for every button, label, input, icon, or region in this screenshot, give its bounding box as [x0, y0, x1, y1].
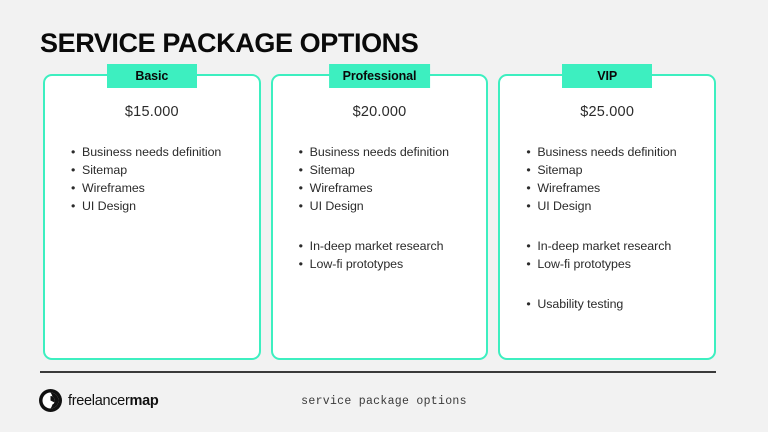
package-badge: Professional — [328, 64, 431, 88]
feature-item: Sitemap — [299, 161, 475, 179]
feature-item: UI Design — [526, 197, 702, 215]
feature-item: Business needs definition — [526, 143, 702, 161]
feature-item: Sitemap — [71, 161, 247, 179]
feature-item: UI Design — [71, 197, 247, 215]
package-badge: Basic — [106, 64, 197, 88]
footer-caption: service package options — [301, 395, 467, 408]
freelancermap-circle-logo-icon — [39, 389, 62, 412]
package-card-professional[interactable]: Professional $20.000 Business needs defi… — [270, 64, 489, 360]
feature-item: Low-fi prototypes — [299, 255, 475, 273]
feature-group: In-deep market research Low-fi prototype… — [299, 237, 475, 273]
feature-item: Business needs definition — [71, 143, 247, 161]
brand-logo[interactable]: freelancermap — [38, 388, 159, 413]
feature-item: In-deep market research — [299, 237, 475, 255]
package-price: $20.000 — [352, 104, 407, 120]
feature-item: Wireframes — [299, 179, 475, 197]
brand-logo-text-bold: map — [129, 392, 159, 409]
footer-divider — [40, 371, 716, 373]
package-cards-row: Basic $15.000 Business needs definition … — [43, 64, 717, 360]
package-price: $25.000 — [580, 104, 635, 120]
brand-logo-text-regular: freelancer — [68, 392, 130, 409]
feature-groups: Business needs definition Sitemap Wirefr… — [273, 143, 487, 273]
feature-item: Wireframes — [71, 179, 247, 197]
feature-groups: Business needs definition Sitemap Wirefr… — [45, 143, 259, 215]
feature-item: In-deep market research — [526, 237, 702, 255]
feature-item: UI Design — [299, 197, 475, 215]
package-card-basic[interactable]: Basic $15.000 Business needs definition … — [43, 64, 261, 360]
feature-group: Business needs definition Sitemap Wirefr… — [71, 143, 247, 215]
feature-item: Low-fi prototypes — [526, 255, 702, 273]
feature-group: Business needs definition Sitemap Wirefr… — [526, 143, 702, 215]
feature-item: Sitemap — [526, 161, 702, 179]
package-card-vip[interactable]: VIP $25.000 Business needs definition Si… — [498, 64, 717, 360]
feature-group: In-deep market research Low-fi prototype… — [526, 237, 702, 273]
package-badge: VIP — [562, 64, 653, 88]
brand-logo-text: freelancermap — [68, 392, 159, 409]
page-title: SERVICE PACKAGE OPTIONS — [40, 28, 419, 58]
feature-item: Business needs definition — [299, 143, 475, 161]
feature-groups: Business needs definition Sitemap Wirefr… — [500, 143, 714, 313]
feature-group: Business needs definition Sitemap Wirefr… — [299, 143, 475, 215]
package-price: $15.000 — [124, 104, 179, 120]
feature-item: Wireframes — [526, 179, 702, 197]
feature-item: Usability testing — [526, 295, 702, 313]
feature-group: Usability testing — [526, 295, 702, 313]
